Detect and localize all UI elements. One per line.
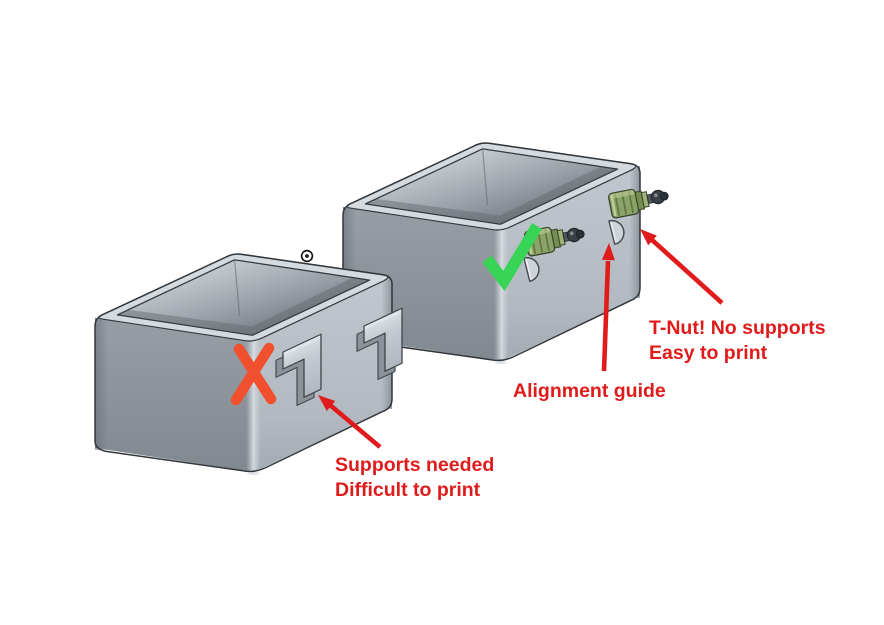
label-supports-line2: Difficult to print xyxy=(335,479,481,501)
arrow-to-alignment-guide xyxy=(601,243,615,372)
origin-point-icon xyxy=(300,249,314,263)
label-alignment-guide: Alignment guide xyxy=(513,380,666,402)
bin-left xyxy=(94,253,403,476)
x-mark-icon xyxy=(230,342,277,406)
arrow-to-t-nut xyxy=(640,229,724,305)
bin-right xyxy=(342,142,672,365)
checkmark-icon xyxy=(482,223,542,292)
arrow-to-bracket xyxy=(318,395,382,449)
label-tnut-line2: Easy to print xyxy=(649,342,768,364)
label-tnut-line1: T-Nut! No supports xyxy=(649,317,826,339)
label-supports-line1: Supports needed xyxy=(335,454,494,476)
